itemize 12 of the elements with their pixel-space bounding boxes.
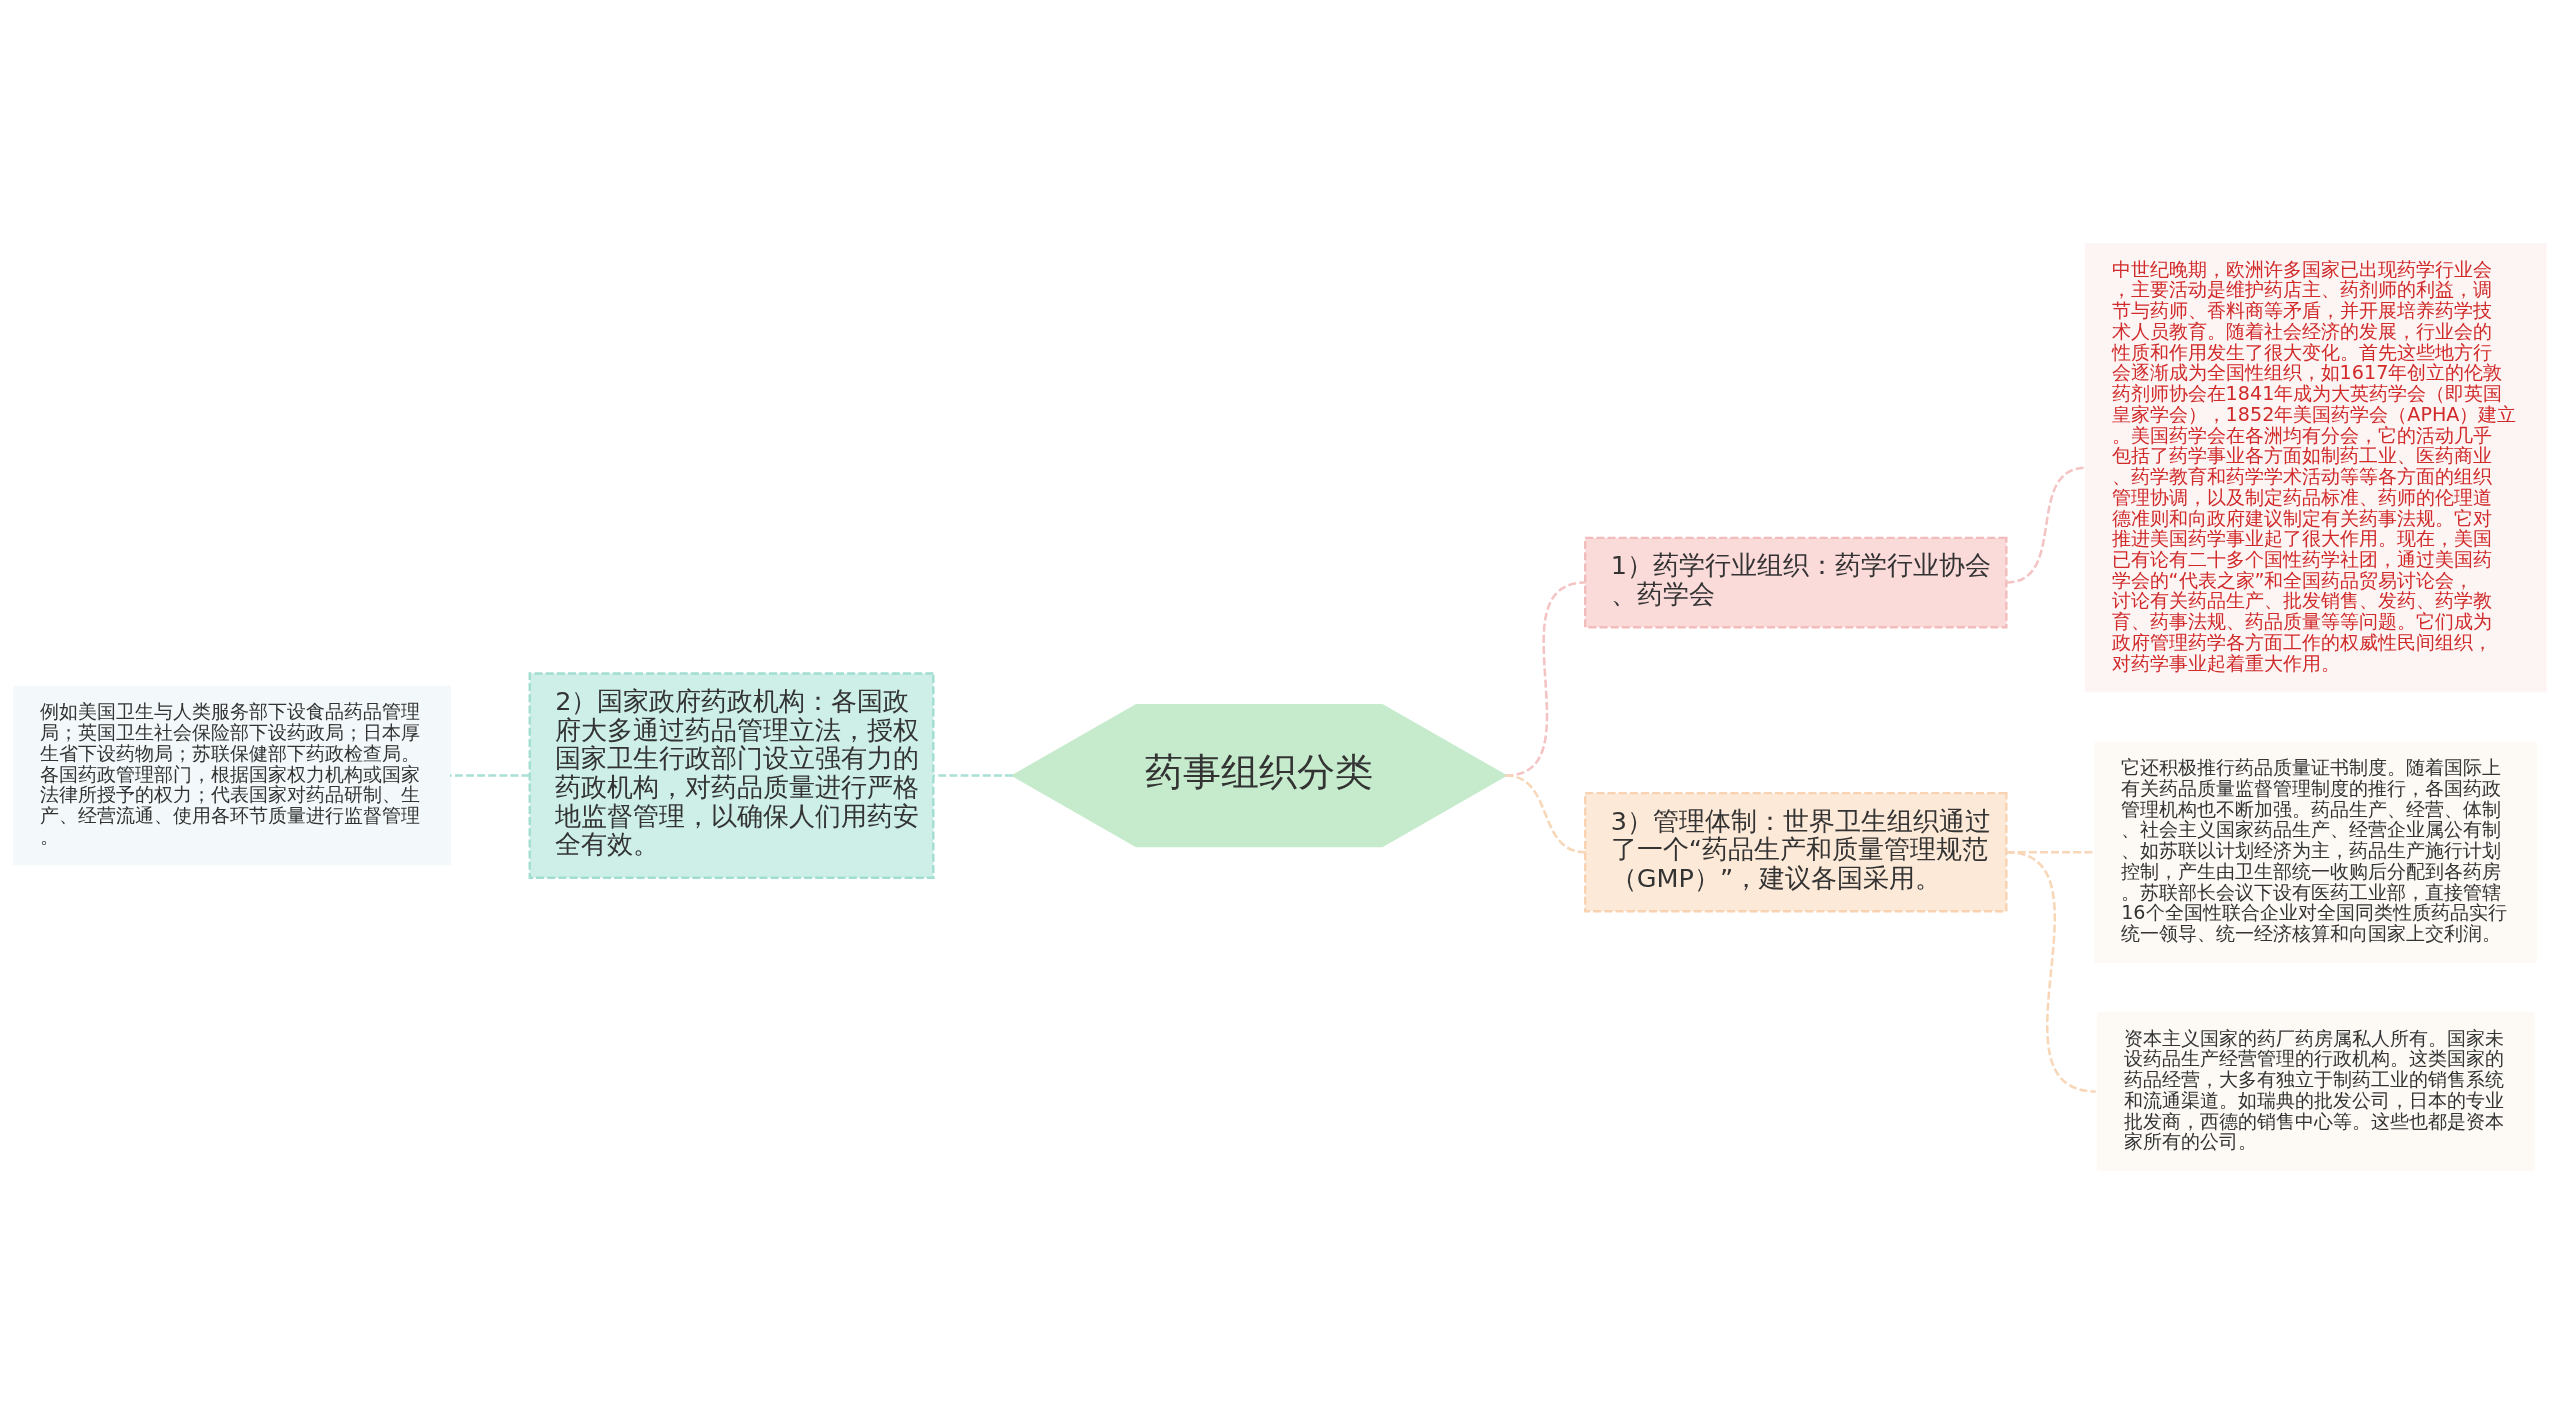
node-box: 2）国家政府药政机构：各国政府大多通过药品管理立法，授权国家卫生行政部门设立强有力的药政机构，对药品质量进行严格地监督管理，以确保人们用药安全有效。 [528,671,935,879]
node-box: 资本主义国家的药厂药房属私人所有。国家未设药品生产经营管理的行政机构。这类国家的药品经营，大多有独立于制药工业的销售系统和流通渠道。如瑞典的批发公司，日本的专业批发商，西德的销售中心等。这些也都是资本家所有的公司。 [2096,1011,2535,1171]
node-box: 它还积极推行药品质量证书制度。随着国际上有关药品质量监督管理制度的推行，各国药政管理机构也不断加强。药品生产、经营、体制、社会主义国家药品生产、经营企业属公有制、如苏联以计划经济为主，药品生产施行计划控制，产生由卫生部统一收购后分配到各药房。苏联部长会议下设有医药工业部，直接管辖16个全国性联合企业对全国同类性质药品实行统一领导、统一经济核算和向国家上交利润。 [2094,741,2538,963]
connector [2006,850,2096,1093]
node-box: 例如美国卫生与人类服务部下设食品药品管理局；英国卫生社会保险部下设药政局；日本厚生省下设药物局；苏联保健部下药政检查局。各国药政管理部门，根据国家权力机构或国家法律所授予的权力；代表国家对药品研制、生产、经营流通、使用各环节质量进行监督管理。 [13,685,452,865]
node-box: 中世纪晚期，欧洲许多国家已出现药学行业会，主要活动是维护药店主、药剂师的利益，调节与药师、香料商等矛盾，并开展培养药学技术人员教育。随着社会经济的发展，行业会的性质和作用发生了很大变化。首先这些地方行会逐渐成为全国性组织，如1617年创立的伦敦药剂师协会在1841年成为大英药学会（即英国皇家学会），1852年美国药学会（APHA）建立。美国药学会在各洲均有分会，它的活动几乎包括了药学事业各方面如制药工业、医药商业、药学教育和药学学术活动等等各方面的组织管理协调，以及制定药品标准、药师的伦理道德准则和向政府建议制定有关药事法规。它对推进美国药学事业起了很大作用。现在，美国已有论有二十多个国性药学社团，通过美国药学会的“代表之家”和全国药品贸易讨论会，讨论有关药品生产、批发销售、发药、药学教育、药事法规、药品质量等等问题。它们成为政府管理药学各方面工作的权威性民间组织，对药学事业起着重大作用。 [2084,242,2547,692]
connector [449,773,530,777]
node-box: 3）管理体制：世界卫生组织通过了一个“药品生产和质量管理规范（GMP）”，建议各国采用。 [1584,791,2008,912]
connector [1505,773,1586,853]
connector [933,773,1014,777]
connector [2006,465,2087,584]
node-box: 1）药学行业组织：药学行业协会、药学会 [1584,536,2008,628]
